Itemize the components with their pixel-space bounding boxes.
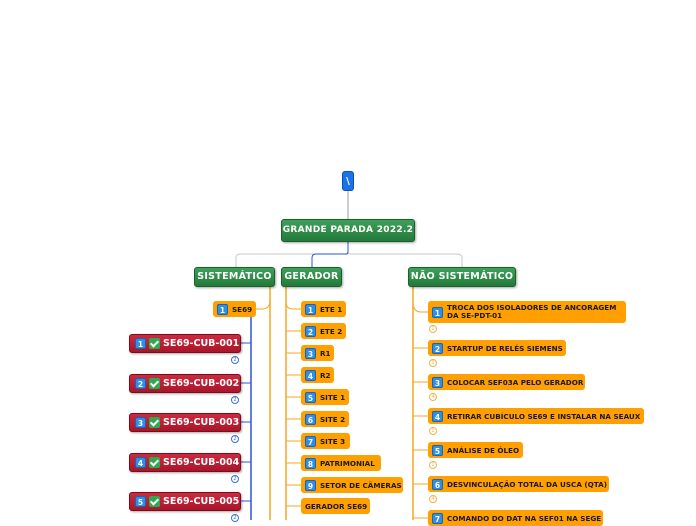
nao-sist-item-troca-isoladores[interactable]: 1 TROCA DOS ISOLADORES DE ANCORAGEM DA S…: [428, 301, 626, 323]
subtopic-label: COMANDO DO DAT NA SEF01 NA SEGE: [447, 513, 602, 523]
number-4-icon: 4: [305, 369, 316, 381]
cubicle-002[interactable]: 2 SE69-CUB-002: [129, 374, 241, 393]
subtopic-label: SITE 1: [320, 392, 346, 402]
cubicle-004[interactable]: 4 SE69-CUB-004: [129, 453, 241, 472]
cubicle-label: SE69-CUB-003: [163, 417, 240, 428]
number-6-icon: 6: [305, 413, 316, 425]
collapsed-count-badge[interactable]: 4: [429, 495, 437, 503]
gerador-item-ete1[interactable]: 1 ETE 1: [301, 301, 346, 317]
nao-sist-item-analise-oleo[interactable]: 5 ANÁLISE DE ÓLEO: [428, 442, 523, 458]
collapsed-count-badge[interactable]: 4: [429, 393, 437, 401]
subtopic-label: DESVINCULAÇÃO TOTAL DA USCA (QTA): [447, 479, 607, 489]
number-7-icon: 7: [432, 512, 443, 524]
subtopic-label: PATRIMONIAL: [320, 458, 375, 468]
subtopic-label: RETIRAR CUBÍCULO SE69 E INSTALAR NA SEAU…: [447, 411, 641, 421]
cubicle-label: SE69-CUB-004: [163, 457, 240, 468]
subtopic-label: SITE 3: [320, 436, 346, 446]
subtopic-label: TROCA DOS ISOLADORES DE ANCORAGEM DA SE-…: [447, 302, 617, 320]
number-3-icon: 3: [135, 417, 146, 428]
number-5-icon: 5: [135, 496, 146, 507]
collapsed-count-badge[interactable]: 1: [429, 427, 437, 435]
number-1-icon: 1: [305, 303, 316, 315]
gerador-item-r1[interactable]: 3 R1: [301, 345, 334, 361]
number-3-icon: 3: [432, 376, 443, 388]
number-2-icon: 2: [432, 342, 443, 354]
subtopic-label: COLOCAR SEF03A PELO GERADOR: [447, 377, 584, 387]
cubicle-005[interactable]: 5 SE69-CUB-005: [129, 492, 241, 511]
check-icon: [149, 457, 160, 468]
nao-sist-item-retirar-cubiculo[interactable]: 4 RETIRAR CUBÍCULO SE69 E INSTALAR NA SE…: [428, 408, 644, 424]
number-8-icon: 8: [305, 457, 316, 469]
cubicle-003[interactable]: 3 SE69-CUB-003: [129, 413, 241, 432]
gerador-item-site2[interactable]: 6 SITE 2: [301, 411, 349, 427]
cubicle-label: SE69-CUB-001: [163, 338, 240, 349]
subtopic-label: SITE 2: [320, 414, 346, 424]
collapsed-count-badge[interactable]: 2: [231, 356, 239, 364]
subtopic-label: R1: [320, 348, 331, 358]
collapsed-count-badge[interactable]: 2: [231, 475, 239, 483]
gerador-item-r2[interactable]: 4 R2: [301, 367, 334, 383]
subtopic-label: ANÁLISE DE ÓLEO: [447, 445, 520, 455]
gerador-item-site1[interactable]: 5 SITE 1: [301, 389, 349, 405]
branch-nao-sistematico[interactable]: NÃO SISTEMÁTICO: [408, 267, 516, 287]
subtopic-label: ETE 1: [320, 304, 343, 314]
gerador-item-setor-cameras[interactable]: 9 SETOR DE CÂMERAS: [301, 477, 403, 493]
root-node[interactable]: \: [342, 171, 354, 191]
cubicle-label: SE69-CUB-002: [163, 378, 240, 389]
subtopic-label: R2: [320, 370, 331, 380]
number-4-icon: 4: [135, 457, 146, 468]
collapsed-count-badge[interactable]: 2: [231, 514, 239, 522]
branch-sistematico[interactable]: SISTEMÁTICO: [194, 267, 275, 287]
check-icon: [149, 378, 160, 389]
check-icon: [149, 338, 160, 349]
nao-sist-item-comando-dat[interactable]: 7 COMANDO DO DAT NA SEF01 NA SEGE: [428, 510, 603, 526]
subtopic-label: SETOR DE CÂMERAS: [320, 480, 402, 490]
number-9-icon: 9: [305, 479, 316, 491]
subtopic-label: SE69: [232, 304, 253, 314]
collapsed-count-badge[interactable]: 1: [429, 359, 437, 367]
central-topic[interactable]: GRANDE PARADA 2022.2: [281, 219, 415, 242]
check-icon: [149, 496, 160, 507]
subtopic-se69[interactable]: 1 SE69: [213, 301, 256, 317]
gerador-item-gerador-se69[interactable]: GERADOR SE69: [301, 498, 370, 514]
number-3-icon: 3: [305, 347, 316, 359]
number-5-icon: 5: [432, 444, 443, 456]
collapsed-count-badge[interactable]: 2: [231, 396, 239, 404]
number-6-icon: 6: [432, 478, 443, 490]
nao-sist-item-desvinculacao-usca[interactable]: 6 DESVINCULAÇÃO TOTAL DA USCA (QTA): [428, 476, 609, 492]
nao-sist-item-startup-reles[interactable]: 2 STARTUP DE RELÉS SIEMENS: [428, 340, 566, 356]
branch-gerador[interactable]: GERADOR: [281, 267, 342, 287]
gerador-item-ete2[interactable]: 2 ETE 2: [301, 323, 346, 339]
collapsed-count-badge[interactable]: 2: [231, 435, 239, 443]
cubicle-label: SE69-CUB-005: [163, 496, 240, 507]
nao-sist-item-sef03a[interactable]: 3 COLOCAR SEF03A PELO GERADOR: [428, 374, 585, 390]
number-1-icon: 1: [432, 306, 443, 318]
cubicle-001[interactable]: 1 SE69-CUB-001: [129, 334, 241, 353]
gerador-item-site3[interactable]: 7 SITE 3: [301, 433, 350, 449]
number-4-icon: 4: [432, 410, 443, 422]
subtopic-label: ETE 2: [320, 326, 343, 336]
subtopic-label: GERADOR SE69: [305, 501, 368, 511]
number-7-icon: 7: [305, 435, 316, 447]
number-2-icon: 2: [135, 378, 146, 389]
gerador-item-patrimonial[interactable]: 8 PATRIMONIAL: [301, 455, 381, 471]
check-icon: [149, 417, 160, 428]
collapsed-count-badge[interactable]: 1: [429, 325, 437, 333]
subtopic-label: STARTUP DE RELÉS SIEMENS: [447, 343, 563, 353]
number-1-icon: 1: [217, 303, 228, 315]
number-5-icon: 5: [305, 391, 316, 403]
number-2-icon: 2: [305, 325, 316, 337]
collapsed-count-badge[interactable]: 1: [429, 461, 437, 469]
number-1-icon: 1: [135, 338, 146, 349]
